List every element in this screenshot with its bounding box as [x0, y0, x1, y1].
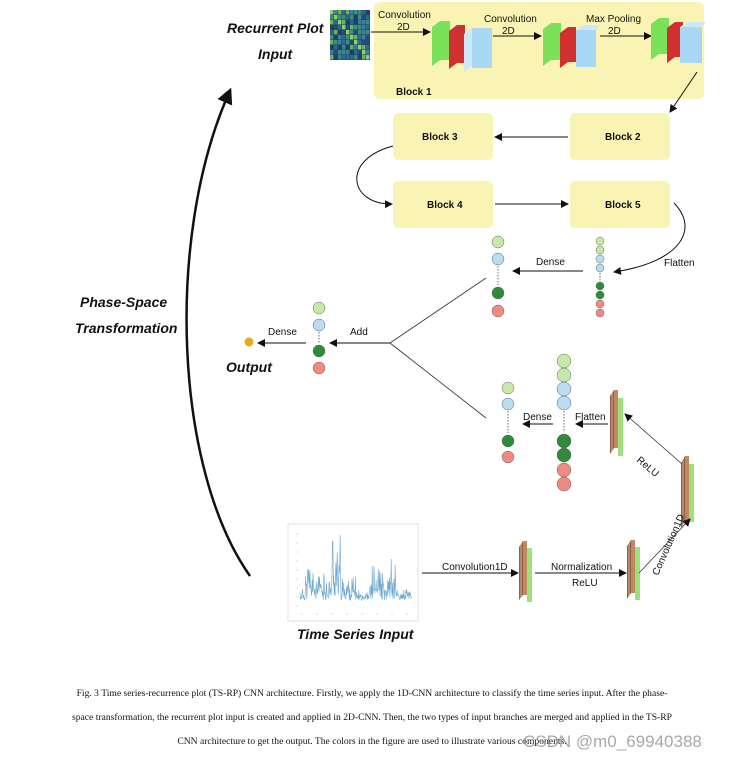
phase-space-arrow — [185, 87, 252, 577]
conv2d-2-label-line1: Convolution — [484, 14, 537, 25]
time-series-input-title: Time Series Input — [297, 626, 415, 642]
phase-space-title-line2: Transformation — [75, 320, 177, 336]
conv2d-1-label-line2: 2D — [397, 22, 410, 33]
block2-label: Block 2 — [605, 132, 641, 143]
dense-out-nodes — [312, 301, 326, 375]
add-label: Add — [350, 327, 368, 338]
flatten-mid-nodes — [556, 353, 572, 492]
caption-line-2: space transformation, the recurrent plot… — [72, 712, 672, 723]
arrow-conv1d-diag — [638, 518, 691, 574]
block3-label: Block 3 — [422, 132, 458, 143]
rp-input-title-line2: Input — [258, 46, 294, 62]
caption-line-3: CNN architecture to get the output. The … — [177, 736, 567, 747]
time-series-plot — [287, 523, 419, 622]
arrow-relu-diag — [624, 413, 683, 465]
arrow-block5-to-flatten — [613, 202, 686, 275]
figure-caption: Fig. 3 Time series-recurrence plot (TS-R… — [22, 682, 722, 754]
dense-mid-nodes — [501, 381, 515, 464]
dense-top-label: Dense — [536, 257, 565, 268]
feature-map-1d-bottom-right — [627, 540, 640, 600]
block4-box — [393, 181, 493, 228]
dense-out-label: Dense — [268, 327, 297, 338]
rp-input-title-line1: Recurrent Plot — [227, 20, 325, 36]
flatten-mid-label: Flatten — [575, 412, 606, 423]
conv1d-bottom-label: Convolution1D — [442, 562, 508, 573]
normalization-label: Normalization — [551, 562, 612, 573]
dense-mid-label: Dense — [523, 412, 552, 423]
watermark: CSDN @m0_69940388 — [523, 732, 702, 751]
conv-stack-2 — [543, 23, 600, 68]
flatten-top-nodes — [595, 236, 605, 318]
block4-label: Block 4 — [427, 200, 463, 211]
relu-bottom-label: ReLU — [572, 578, 598, 589]
feature-map-1d-top — [610, 390, 623, 456]
block1-label: Block 1 — [396, 87, 432, 98]
maxpool-label-line1: Max Pooling — [586, 14, 641, 25]
conv2d-2-label-line2: 2D — [502, 26, 515, 37]
block3-box — [393, 113, 493, 160]
conv1d-diag-label: Convolution1D — [651, 513, 688, 577]
conv-stack-1 — [432, 21, 492, 72]
time-series-line — [299, 535, 413, 601]
time-series-ticks — [296, 533, 408, 615]
maxpool-label-line2: 2D — [608, 26, 621, 37]
recurrent-plot-image — [330, 10, 370, 60]
merge-line-bottom — [389, 342, 487, 419]
block5-box — [570, 181, 670, 228]
conv2d-1-label-line1: Convolution — [378, 10, 431, 21]
feature-map-1d-right — [681, 456, 694, 528]
caption-line-1: Fig. 3 Time series-recurrence plot (TS-R… — [76, 688, 668, 699]
phase-space-title-line1: Phase-Space — [80, 294, 167, 310]
merge-line-top — [389, 277, 487, 344]
conv-stack-3 — [651, 18, 706, 63]
output-node — [244, 337, 254, 347]
flatten-top-label: Flatten — [664, 258, 695, 269]
feature-map-1d-bottom-left — [519, 541, 532, 602]
output-title: Output — [226, 359, 273, 375]
arrow-block1-to-block2 — [669, 71, 698, 113]
dense-top-nodes — [491, 235, 505, 318]
block5-label: Block 5 — [605, 200, 641, 211]
relu-diag-label: ReLU — [634, 455, 661, 480]
block2-box — [570, 113, 670, 160]
arrow-block3-to-block4 — [356, 145, 394, 209]
architecture-diagram: Block 1 Recurrent Plot Input Convolution… — [75, 2, 706, 642]
